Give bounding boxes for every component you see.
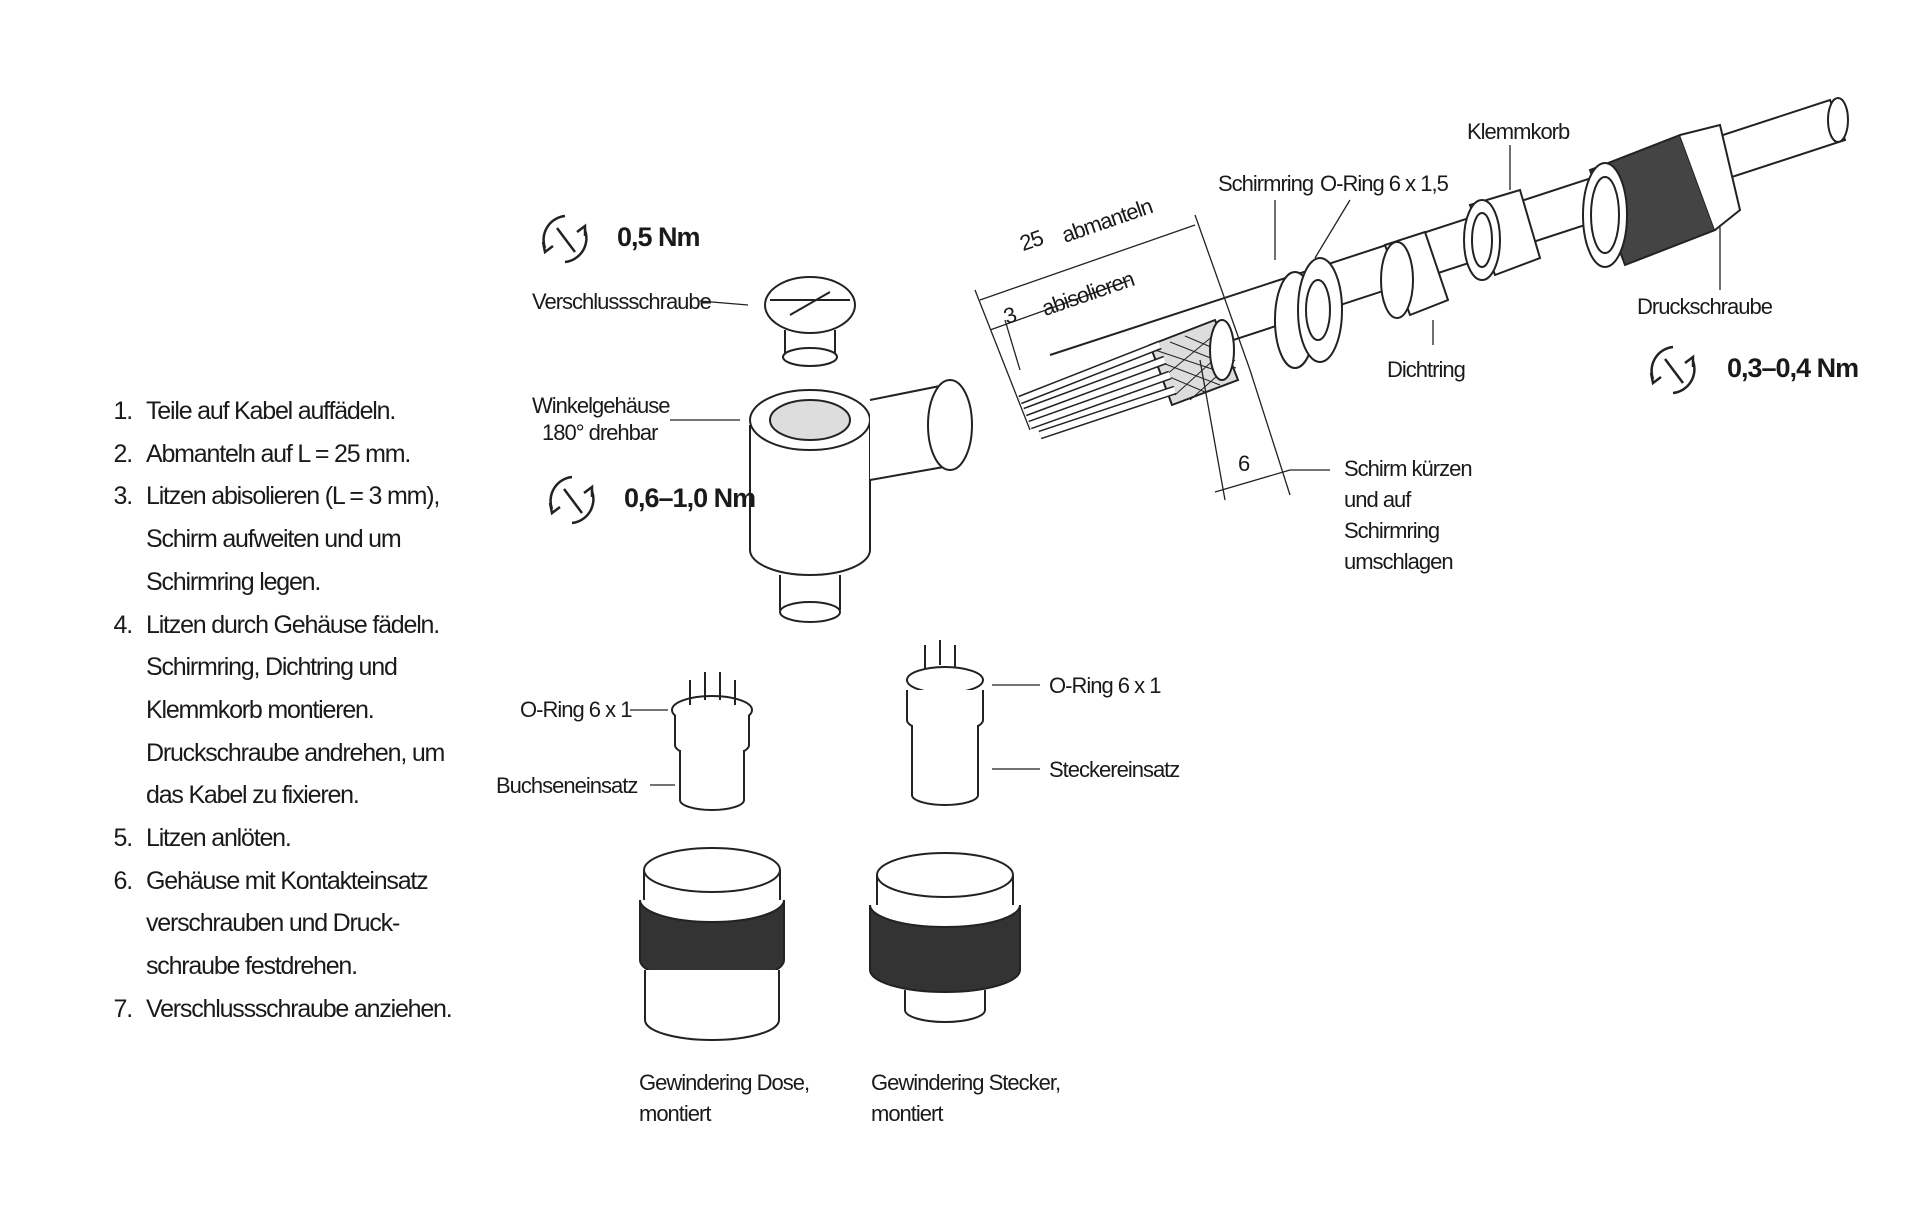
label-winkelgehaeuse: Winkelgehäuse [532,393,670,418]
label-buchseneinsatz: Buchseneinsatz [496,773,638,798]
instruction-line: Klemmkorb montieren. [90,689,452,732]
sealing-ring [1380,230,1450,319]
label-steckereinsatz: Steckereinsatz [1049,757,1180,782]
coupling-ring-socket [639,847,785,1041]
label-verschlussschraube: Verschlussschraube [532,289,712,314]
label-druckschraube: Druckschraube [1637,294,1773,319]
instruction-line: Schirm aufweiten und um [90,518,452,561]
leader-lines [630,145,1721,786]
label-stecker-2: montiert [871,1101,943,1126]
shield-ring [1274,257,1343,369]
instruction-line: 2. Abmanteln auf L = 25 mm. [90,433,452,476]
label-drehbar: 180° drehbar [542,420,658,445]
closing-screw [764,276,856,367]
instruction-text: Verschlussschraube anziehen. [146,994,453,1023]
instruction-number: 4. [113,610,134,639]
label-stecker-1: Gewindering Stecker, [871,1070,1061,1095]
instruction-number: 6. [113,866,134,895]
instruction-text: Gehäuse mit Kontakteinsatz [146,866,429,895]
label-schirm-4: umschlagen [1344,549,1454,574]
instruction-line: 4. Litzen durch Gehäuse fädeln. [90,604,452,647]
plug-insert [906,640,984,806]
stripped-wires [1018,340,1177,440]
label-oring-right: O-Ring 6 x 1 [1049,673,1161,698]
instruction-line: verschrauben und Druck- [90,902,452,945]
instruction-number: 3. [113,482,134,511]
label-dose-1: Gewindering Dose, [639,1070,810,1095]
instruction-text: Litzen abisolieren (L = 3 mm), [146,482,440,511]
instruction-number: 2. [113,439,134,468]
instruction-line: schraube festdrehen. [90,945,452,988]
instruction-text: das Kabel zu fixieren. [146,781,360,810]
instruction-text: Schirmring, Dichtring und [146,653,398,682]
instruction-text: Abmanteln auf L = 25 mm. [146,439,411,468]
label-schirmring: Schirmring [1218,171,1314,196]
instruction-line: Schirmring, Dichtring und [90,646,452,689]
instruction-number: 1. [113,397,134,425]
socket-insert [671,672,753,811]
instruction-line: Schirmring legen. [90,561,452,604]
instruction-number: 5. [113,824,134,853]
label-klemmkorb: Klemmkorb [1467,119,1570,144]
label-schirm-2: und auf [1344,487,1411,512]
clamping-cage [1463,188,1542,281]
instruction-line: das Kabel zu fixieren. [90,774,452,817]
pressure-screw [1582,123,1742,268]
instruction-text: Schirmring legen. [146,567,321,596]
label-schirm-3: Schirmring [1344,518,1440,543]
instruction-line: Druckschraube andrehen, um [90,732,452,775]
instruction-text: Druckschraube andrehen, um [146,738,445,767]
instruction-line: 1. Teile auf Kabel auffädeln. [90,390,452,433]
assembly-instructions: 1. Teile auf Kabel auffädeln. 2. Abmanteln … [90,390,453,1031]
instruction-line: 7. Verschlussschraube anziehen. [90,988,453,1031]
label-dose-2: montiert [639,1101,711,1126]
angled-housing [749,379,973,623]
torque-closing-screw: 0,5 Nm [617,222,701,252]
instruction-line: 3. Litzen abisolieren (L = 3 mm), [90,475,452,518]
torque-pressure-screw: 0,3–0,4 Nm [1727,353,1859,383]
instruction-text: verschrauben und Druck- [146,909,400,938]
label-schirm-1: Schirm kürzen [1344,456,1473,481]
instruction-line: 5. Litzen anlöten. [90,817,452,860]
braided-shield [1148,318,1240,407]
instruction-text: Klemmkorb montieren. [146,695,375,724]
instruction-text: Litzen durch Gehäuse fädeln. [146,610,440,639]
label-dichtring: Dichtring [1387,357,1466,382]
instruction-number: 7. [113,994,134,1023]
dimension-lines [974,214,1330,501]
label-oring-15: O-Ring 6 x 1,5 [1320,171,1449,196]
instruction-text: schraube festdrehen. [146,952,358,981]
torque-housing: 0,6–1,0 Nm [624,483,756,513]
label-oring-left: O-Ring 6 x 1 [520,697,632,722]
instruction-text: Schirm aufweiten und um [146,525,402,554]
wrench-torque-icon [541,214,1696,525]
dim-shield-value: 6 [1238,451,1250,476]
instruction-line: 6. Gehäuse mit Kontakteinsatz [90,860,452,903]
coupling-ring-plug [869,852,1021,1023]
instruction-text: Teile auf Kabel auffädeln. [146,397,396,425]
instruction-text: Litzen anlöten. [146,824,292,853]
